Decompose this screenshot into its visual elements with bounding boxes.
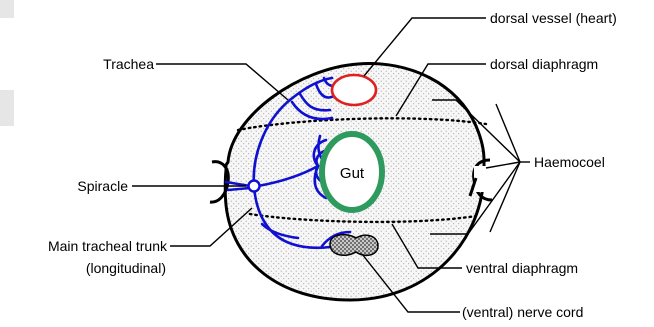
ventral-diaphragm-line [248,212,478,224]
tracheal-system [224,76,352,250]
gut-label: Gut [340,165,365,182]
label-main-tracheal-trunk: Main tracheal trunk [48,238,168,254]
gut-outline [319,131,385,213]
leader-lines [132,17,530,313]
dorsal-vessel-heart [330,73,378,107]
label-dorsal-vessel: dorsal vessel (heart) [490,10,617,26]
corner-mark-side [0,90,14,126]
label-nerve-cord: (ventral) nerve cord [462,304,583,320]
label-trachea: Trachea [103,56,154,72]
label-spiracle: Spiracle [77,178,128,194]
label-dorsal-diaphragm: dorsal diaphragm [490,56,598,72]
right-notch-gap [474,166,492,192]
corner-mark-top [0,0,14,18]
right-notch-end [468,177,478,197]
ventral-nerve-cord [329,233,379,257]
label-main-tracheal-trunk-sub: (longitudinal) [86,260,166,276]
spiracle-opening [247,179,261,193]
label-haemocoel: Haemocoel [534,154,605,170]
label-ventral-diaphragm: ventral diaphragm [466,260,578,276]
dorsal-diaphragm-line [236,117,488,132]
